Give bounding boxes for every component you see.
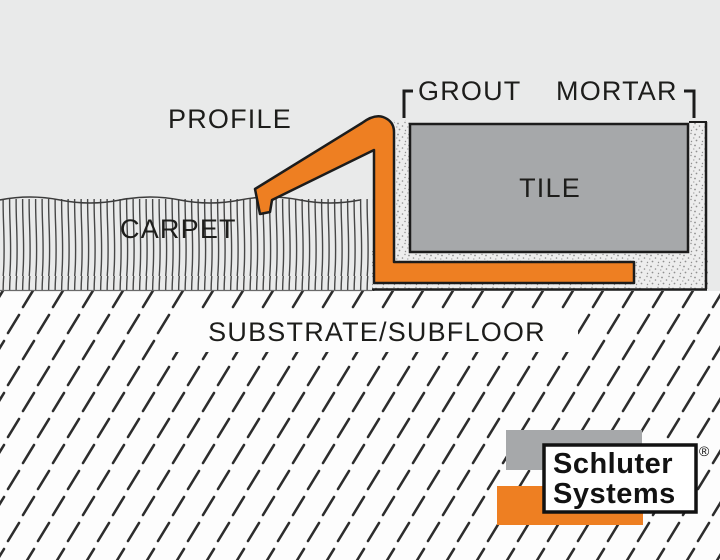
schluter-logo: Schluter Systems ® — [497, 430, 710, 525]
carpet-top-edge — [0, 196, 361, 204]
logo-brand-line2: Systems — [553, 478, 676, 510]
tile-label: TILE — [519, 173, 581, 203]
logo-brand-line1: Schluter — [553, 448, 673, 480]
registered-mark-icon: ® — [699, 443, 710, 459]
grout-joint — [394, 120, 410, 252]
carpet-texture — [0, 199, 375, 291]
logo-text-box — [542, 443, 698, 514]
mortar-leader-line — [684, 89, 696, 118]
tile-block — [408, 122, 690, 254]
mortar-label: MORTAR — [556, 76, 678, 106]
transition-profile — [253, 115, 636, 285]
grout-leader-line — [402, 89, 413, 118]
profile-label: PROFILE — [168, 104, 292, 134]
substrate-label-backing — [176, 310, 578, 352]
carpet-label: CARPET — [120, 214, 237, 244]
grout-label: GROUT — [418, 76, 522, 106]
substrate-label: SUBSTRATE/SUBFLOOR — [208, 317, 546, 347]
mortar-edge-strip — [689, 122, 707, 290]
